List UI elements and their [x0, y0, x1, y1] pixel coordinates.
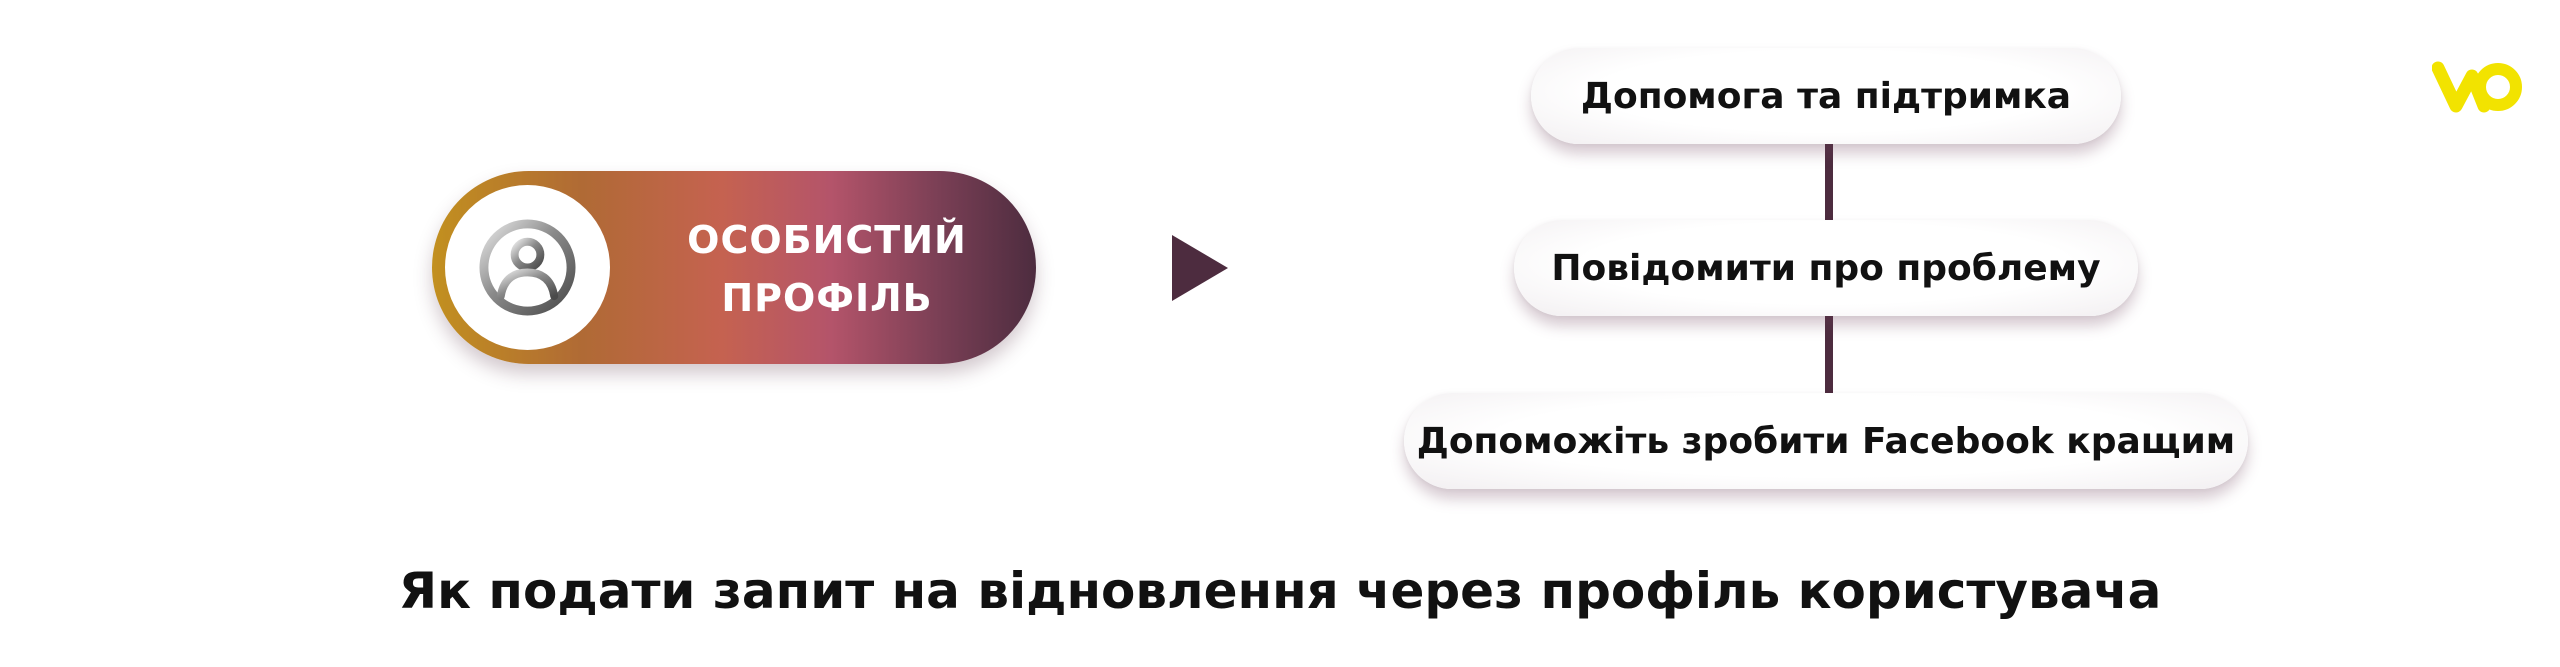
diagram-caption: Як подати запит на відновлення через про…: [398, 562, 2162, 620]
connector-line-1: [1825, 143, 1833, 223]
profile-label-line-1: ОСОБИСТИЙ: [687, 218, 967, 262]
profile-label-line-2: ПРОФІЛЬ: [721, 276, 933, 320]
brand-logo-icon: [2432, 61, 2522, 113]
avatar: [445, 185, 610, 350]
menu-item-help-and-support: Допомога та підтримка: [1531, 48, 2121, 144]
personal-profile-label: ОСОБИСТИЙ ПРОФІЛЬ: [632, 211, 1022, 327]
play-arrow-icon: [1172, 235, 1228, 301]
user-profile-icon: [479, 219, 576, 316]
menu-item-report-problem: Повідомити про проблему: [1514, 220, 2138, 316]
personal-profile-pill: ОСОБИСТИЙ ПРОФІЛЬ: [432, 171, 1036, 364]
connector-line-2: [1825, 316, 1833, 396]
menu-item-help-improve-facebook: Допоможіть зробити Facebook кращим: [1404, 393, 2248, 489]
